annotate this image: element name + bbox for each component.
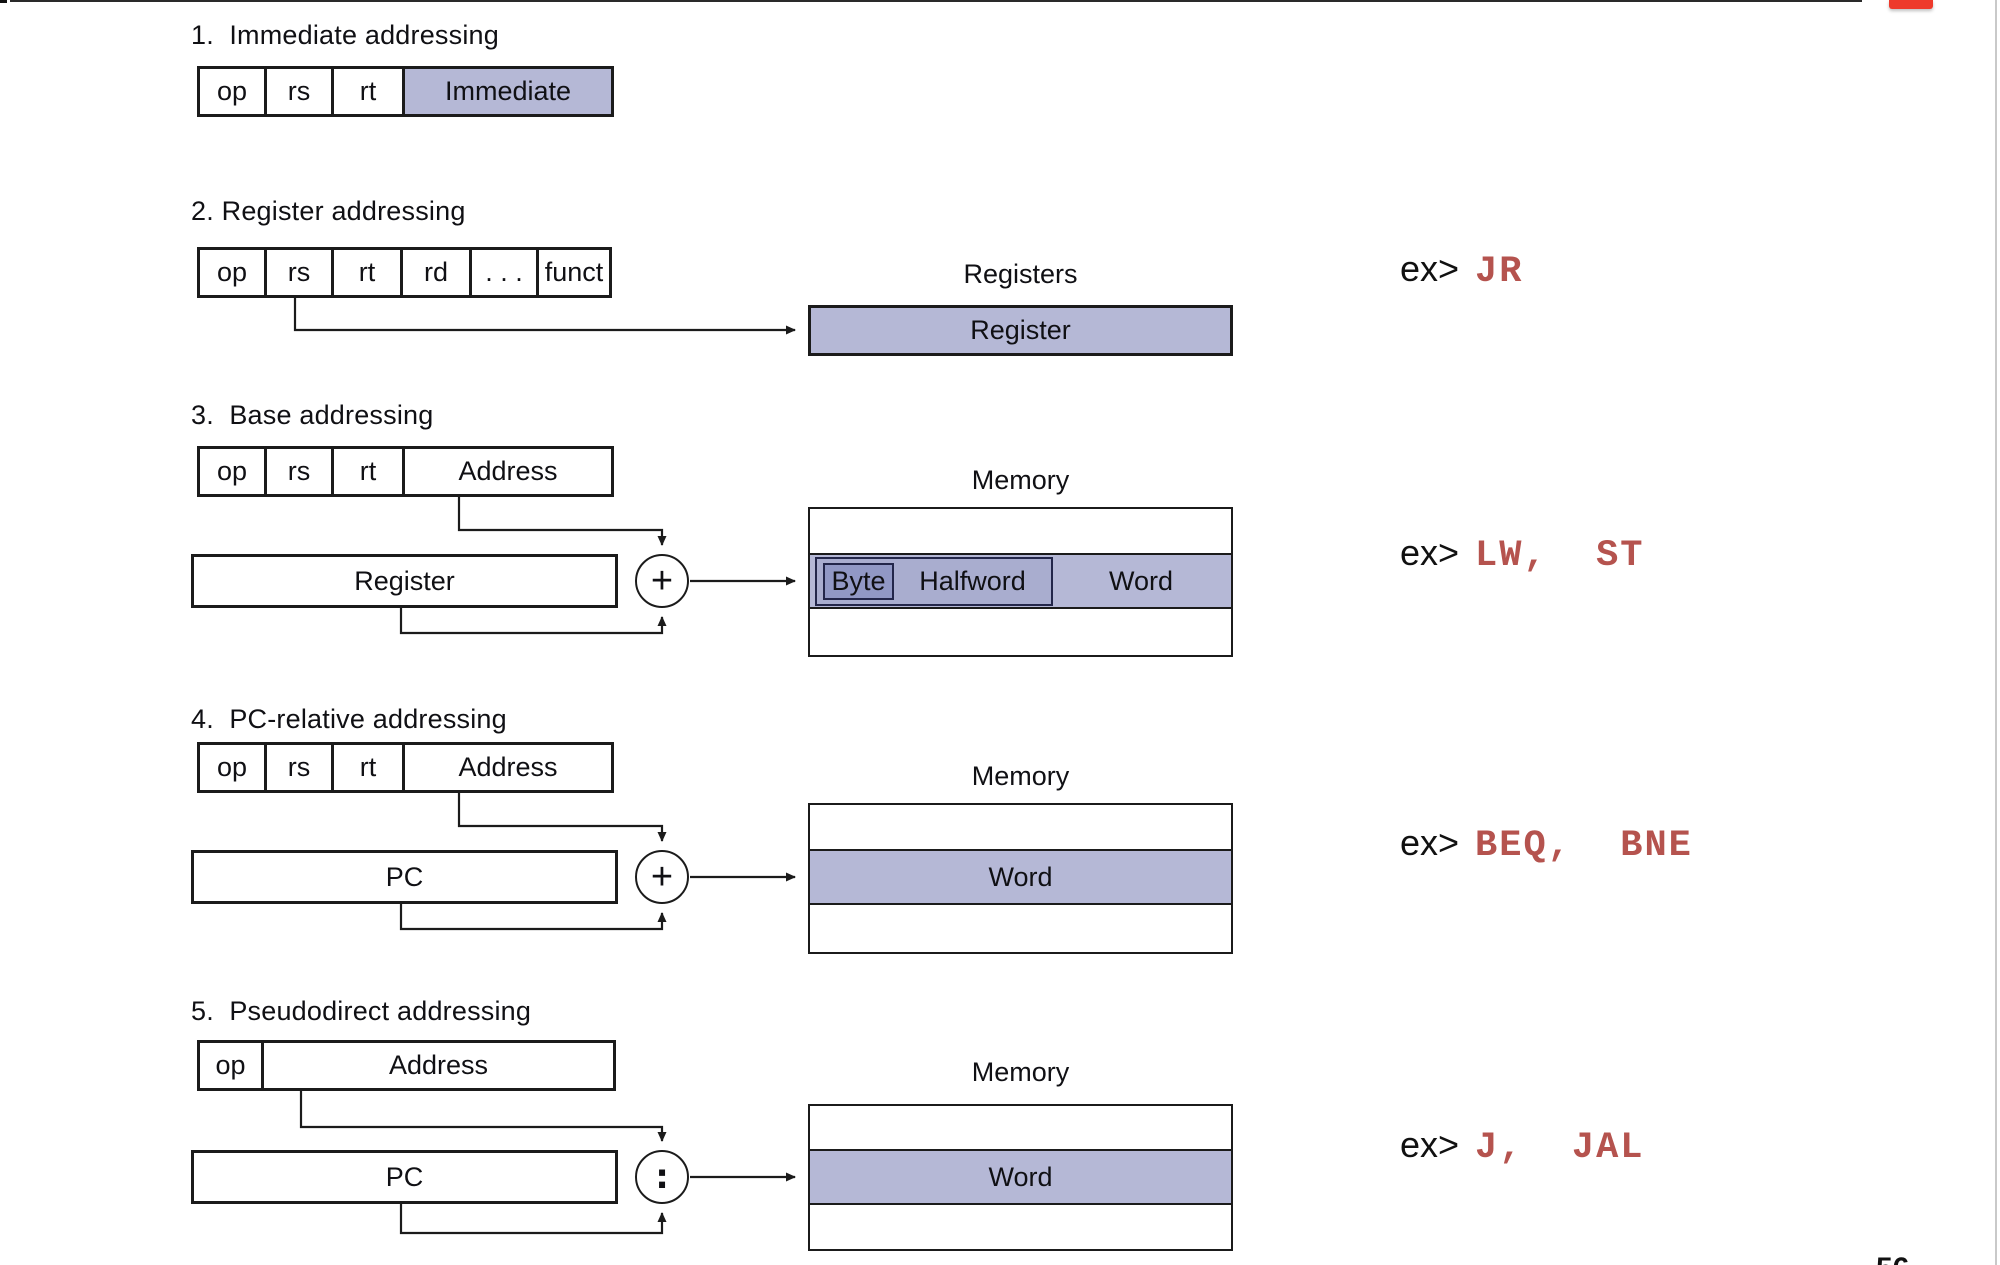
example-jr: ex> JR [1400, 248, 1523, 293]
section5-instruction-fields: op Address [197, 1040, 616, 1091]
field-rt: rt [331, 247, 403, 298]
field-rt: rt [331, 66, 405, 117]
example-code: BEQ, BNE [1475, 825, 1693, 867]
pc-box: PC [191, 1150, 618, 1204]
top-left-mark [0, 0, 7, 3]
field-address: Address [402, 446, 614, 497]
example-code: LW, ST [1475, 535, 1645, 577]
arrow-address-to-adder-pc [457, 793, 667, 842]
section5-title: 5. Pseudodirect addressing [191, 996, 532, 1026]
field-rd: rd [400, 247, 472, 298]
memory-heading: Memory [971, 1057, 1070, 1087]
arrow-address-to-concat [299, 1091, 667, 1142]
field-rs: rs [264, 66, 334, 117]
field-funct: funct [536, 247, 612, 298]
section3-title: 3. Base addressing [191, 400, 434, 430]
field-immediate: Immediate [402, 66, 614, 117]
red-bookmark-tab [1889, 0, 1933, 9]
memory-data-band: Word [810, 849, 1231, 905]
adder-circle: + [635, 850, 689, 904]
example-prefix: ex> [1400, 1124, 1460, 1165]
field-op: op [197, 247, 267, 298]
memory-data-band: Byte Halfword Word [810, 553, 1231, 609]
page-number: 56 [1876, 1252, 1909, 1265]
arrow-rs-to-register [293, 298, 796, 335]
adder-circle: + [635, 554, 689, 608]
arrow-pc-to-concat [399, 1204, 667, 1235]
example-lw-st: ex> LW, ST [1400, 532, 1644, 577]
field-op: op [197, 742, 267, 793]
field-ellipsis: . . . [469, 247, 539, 298]
byte-box: Byte [823, 563, 894, 600]
registers-heading: Registers [963, 259, 1078, 289]
field-op: op [197, 1040, 264, 1091]
example-prefix: ex> [1400, 532, 1460, 573]
memory-box: Byte Halfword Word [808, 507, 1233, 657]
arrow-pc-to-adder [399, 904, 667, 931]
word-label: Word [988, 1161, 1053, 1192]
field-rs: rs [264, 742, 334, 793]
example-prefix: ex> [1400, 248, 1460, 289]
section1-title: 1. Immediate addressing [191, 20, 499, 50]
field-address: Address [402, 742, 614, 793]
section4-instruction-fields: op rs rt Address [197, 742, 614, 793]
field-rt: rt [331, 742, 405, 793]
section1-instruction-fields: op rs rt Immediate [197, 66, 614, 117]
memory-data-band: Word [810, 1149, 1231, 1205]
field-op: op [197, 446, 267, 497]
memory-box: Word [808, 1104, 1233, 1251]
halfword-box: Byte Halfword [815, 557, 1053, 606]
field-rt: rt [331, 446, 405, 497]
example-beq-bne: ex> BEQ, BNE [1400, 822, 1693, 867]
section2-instruction-fields: op rs rt rd . . . funct [197, 247, 612, 298]
field-rs: rs [264, 446, 334, 497]
word-label: Word [1108, 565, 1174, 596]
pc-box: PC [191, 850, 618, 904]
field-address: Address [261, 1040, 616, 1091]
section4-title: 4. PC-relative addressing [191, 704, 507, 734]
field-rs: rs [264, 247, 334, 298]
field-op: op [197, 66, 267, 117]
memory-heading: Memory [971, 465, 1070, 495]
page-right-edge [1995, 0, 1997, 1265]
register-box: Register [808, 305, 1233, 356]
section2-title: 2. Register addressing [191, 196, 466, 226]
memory-heading: Memory [971, 761, 1070, 791]
base-register-box: Register [191, 554, 618, 608]
halfword-label: Halfword [919, 566, 1026, 596]
example-code: J, JAL [1475, 1127, 1645, 1169]
memory-box: Word [808, 803, 1233, 954]
example-code: JR [1475, 251, 1524, 293]
example-prefix: ex> [1400, 822, 1460, 863]
word-label: Word [988, 861, 1053, 892]
concat-circle: : [635, 1150, 689, 1204]
example-j-jal: ex> J, JAL [1400, 1124, 1644, 1169]
arrow-address-to-adder [457, 497, 667, 546]
arrow-register-to-adder [399, 608, 667, 635]
top-border-line [10, 0, 1862, 2]
section3-instruction-fields: op rs rt Address [197, 446, 614, 497]
